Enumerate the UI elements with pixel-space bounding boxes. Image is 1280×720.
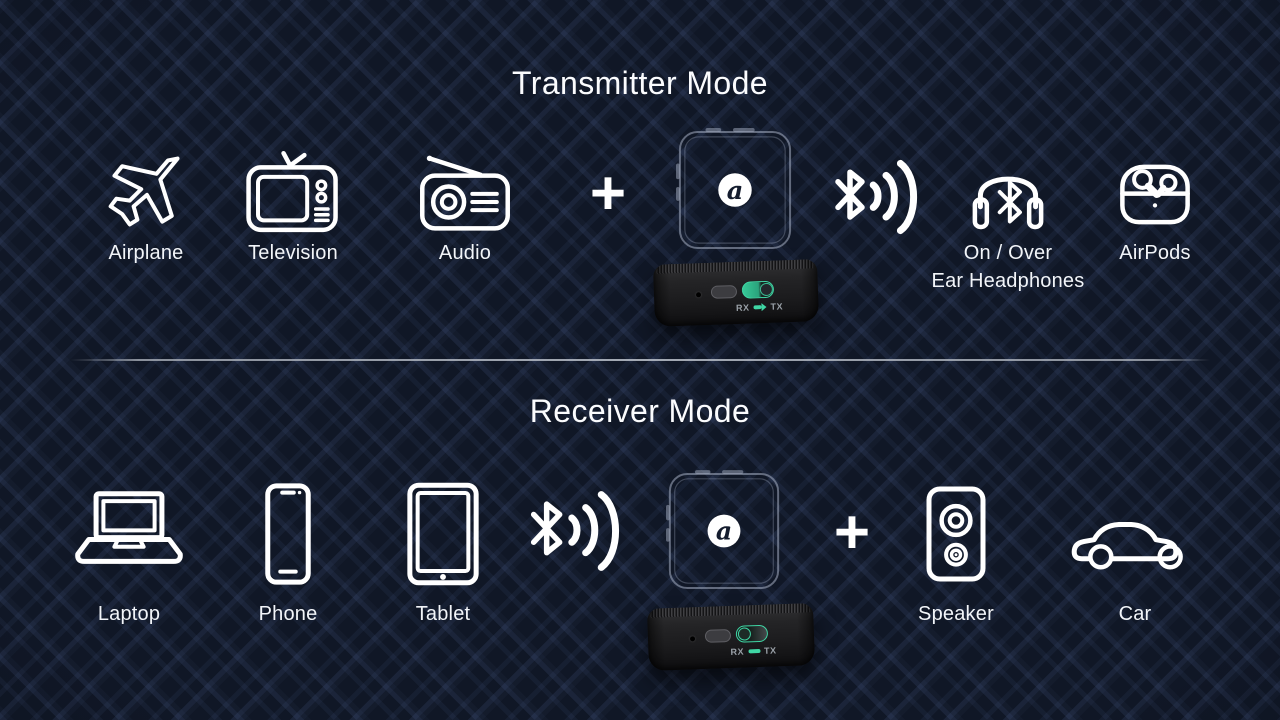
item-label: On / Over Ear Headphones bbox=[932, 239, 1085, 296]
item-label: Car bbox=[1118, 603, 1152, 625]
speaker-icon bbox=[920, 474, 992, 594]
item-label: Audio bbox=[438, 242, 492, 264]
television-icon bbox=[241, 148, 345, 236]
item-label: Phone bbox=[258, 603, 318, 625]
device-photo-rx: RX TX bbox=[646, 603, 816, 671]
tx-label: TX bbox=[763, 645, 777, 656]
item-phone: Phone bbox=[228, 474, 348, 628]
tablet-icon bbox=[404, 474, 482, 594]
laptop-icon bbox=[65, 474, 193, 594]
rx-tx-switch bbox=[735, 624, 769, 643]
item-speaker: Speaker bbox=[896, 474, 1016, 628]
item-label: Television bbox=[248, 242, 338, 264]
receiver-title: Receiver Mode bbox=[529, 393, 751, 429]
bluetooth-waves-icon bbox=[830, 145, 926, 249]
device-logo-glyph: a bbox=[716, 516, 732, 546]
plus-sign: + bbox=[833, 498, 871, 567]
switch-knob bbox=[737, 626, 751, 641]
transmitter-title: Transmitter Mode bbox=[512, 65, 768, 101]
headphones-icon bbox=[962, 148, 1054, 236]
switch-caption: RX TX bbox=[724, 300, 794, 314]
knurl-texture bbox=[655, 259, 815, 274]
tx-label: TX bbox=[770, 301, 784, 312]
item-label: Airplane bbox=[108, 242, 184, 264]
item-car: Car bbox=[1050, 474, 1220, 628]
usb-port bbox=[710, 284, 738, 299]
item-tablet: Tablet bbox=[383, 474, 503, 628]
item-label: Laptop bbox=[97, 603, 161, 625]
arrow-right-icon bbox=[753, 302, 767, 312]
item-label: Speaker bbox=[918, 603, 994, 625]
device-icon: a bbox=[666, 468, 782, 594]
rx-label: RX bbox=[730, 646, 745, 658]
phone-icon bbox=[259, 474, 317, 594]
item-laptop: Laptop bbox=[54, 474, 204, 628]
item-audio: Audio bbox=[400, 148, 530, 267]
headphones-label-line2: Ear Headphones bbox=[931, 270, 1085, 293]
item-label: Tablet bbox=[415, 603, 471, 625]
bluetooth-waves-icon bbox=[525, 474, 629, 588]
plus-sign: + bbox=[589, 159, 627, 228]
usb-port bbox=[704, 629, 732, 643]
airplane-icon bbox=[90, 148, 202, 236]
switch-knob bbox=[759, 282, 773, 296]
rx-label: RX bbox=[735, 302, 750, 314]
airpods-icon bbox=[1109, 148, 1201, 236]
item-label: AirPods bbox=[1119, 242, 1191, 264]
knurl-texture bbox=[649, 603, 811, 618]
switch-caption: RX TX bbox=[718, 644, 788, 658]
dash-icon bbox=[747, 649, 761, 654]
device-icon: a bbox=[676, 128, 794, 252]
rx-tx-switch bbox=[741, 280, 775, 299]
device-logo-glyph: a bbox=[727, 176, 744, 206]
item-airpods: AirPods bbox=[1095, 148, 1215, 267]
device-photo-tx: RX TX bbox=[652, 259, 820, 327]
item-headphones: On / Over Ear Headphones bbox=[918, 148, 1098, 296]
item-television: Television bbox=[223, 148, 363, 267]
led-hole bbox=[695, 292, 702, 298]
car-icon bbox=[1059, 474, 1211, 594]
section-divider bbox=[70, 359, 1210, 361]
item-airplane: Airplane bbox=[76, 148, 216, 267]
headphones-label-line1: On / Over bbox=[963, 242, 1053, 264]
led-hole bbox=[689, 636, 696, 642]
audio-icon bbox=[415, 148, 515, 236]
